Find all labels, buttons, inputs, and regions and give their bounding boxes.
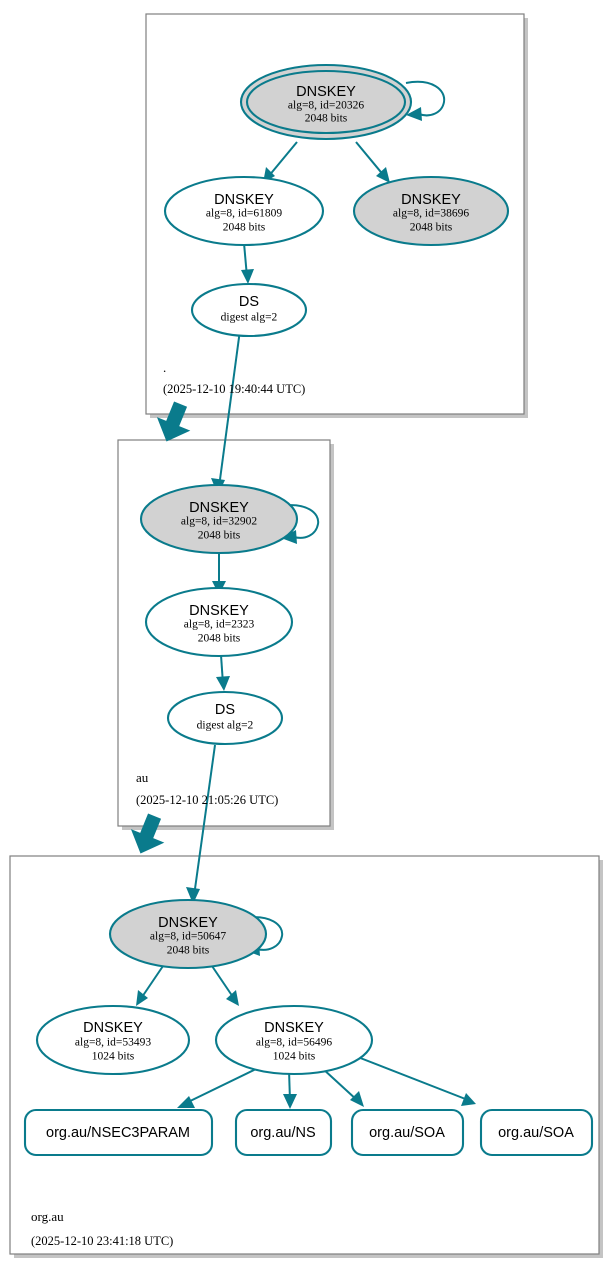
edge-root-ds-to-au-ksk xyxy=(218,329,241,488)
node-orgau-zsk-56496-title: DNSKEY xyxy=(264,1020,324,1036)
node-root-zsk-38696-title: DNSKEY xyxy=(401,192,461,208)
arrowhead-56496-to-nsec3param xyxy=(177,1096,195,1108)
arrowhead-56496-to-soa-1 xyxy=(350,1091,364,1107)
node-root-zsk-38696-size: 2048 bits xyxy=(410,222,453,234)
node-root-ksk-ellipse-outer[interactable] xyxy=(239,63,413,141)
edge-root-ksk-to-38696 xyxy=(355,141,386,178)
zone-root-timestamp: (2025-12-10 19:40:44 UTC) xyxy=(163,382,305,396)
node-root-ksk-title: DNSKEY xyxy=(296,84,356,100)
zone-orgau-timestamp: (2025-12-10 23:41:18 UTC) xyxy=(31,1234,173,1248)
rr-soa-1-box[interactable] xyxy=(350,1108,465,1157)
node-orgau-zsk-56496-ellipse[interactable] xyxy=(214,1004,374,1076)
edge-56496-to-nsec3param xyxy=(183,1067,259,1105)
rr-soa-1[interactable]: org.au/SOA xyxy=(350,1108,465,1157)
rr-soa-1-label: org.au/SOA xyxy=(369,1125,445,1141)
arrowhead-self-sign-au-ksk xyxy=(281,530,297,544)
node-root-ksk-params: alg=8, id=20326 xyxy=(288,100,364,112)
zone-delegation-arrow-au-orgau xyxy=(130,813,165,854)
edge-orgau-ksk-to-56496 xyxy=(211,965,236,1001)
node-root-zsk-61809-params: alg=8, id=61809 xyxy=(206,208,282,220)
edge-root-ksk-to-61809 xyxy=(267,141,298,178)
rr-ns-label: org.au/NS xyxy=(250,1125,315,1141)
node-orgau-zsk-56496[interactable]: DNSKEY alg=8, id=56496 1024 bits xyxy=(214,1004,374,1076)
edge-56496-to-soa-2 xyxy=(349,1053,469,1101)
arrowhead-self-sign-root-ksk xyxy=(406,107,422,121)
edge-zone-root-to-au xyxy=(156,401,191,442)
rr-soa-2-label: org.au/SOA xyxy=(498,1125,574,1141)
arrowhead-2323-to-ds xyxy=(216,676,230,691)
rr-ns-box[interactable] xyxy=(234,1108,333,1157)
node-root-zsk-38696-params: alg=8, id=38696 xyxy=(393,208,469,220)
node-orgau-zsk-56496-size: 1024 bits xyxy=(273,1051,316,1063)
node-root-ds-au[interactable]: DS digest alg=2 xyxy=(190,282,308,338)
node-au-zsk-2323-title: DNSKEY xyxy=(189,603,249,619)
node-root-ds-au-title: DS xyxy=(239,294,259,310)
edge-zone-au-to-orgau xyxy=(130,813,165,854)
edge-56496-to-soa-1 xyxy=(321,1067,359,1102)
node-au-ds-orgau-title: DS xyxy=(215,702,235,718)
node-au-ds-orgau-ellipse[interactable] xyxy=(166,690,284,746)
node-orgau-ksk-size: 2048 bits xyxy=(167,945,210,957)
node-au-ksk-ellipse[interactable] xyxy=(139,483,299,555)
node-orgau-ksk[interactable]: DNSKEY alg=8, id=50647 2048 bits xyxy=(108,898,268,970)
node-au-zsk-2323-size: 2048 bits xyxy=(198,633,241,645)
node-root-zsk-61809-ellipse[interactable] xyxy=(163,175,325,247)
edge-self-sign-root-ksk xyxy=(405,80,446,117)
rr-nsec3param[interactable]: org.au/NSEC3PARAM xyxy=(23,1108,214,1157)
node-orgau-zsk-53493-ellipse[interactable] xyxy=(35,1004,191,1076)
node-au-zsk-2323-ellipse[interactable] xyxy=(144,586,294,658)
node-root-ds-au-ellipse[interactable] xyxy=(190,282,308,338)
edge-orgau-ksk-to-53493 xyxy=(139,965,164,1001)
node-root-zsk-38696-ellipse[interactable] xyxy=(352,175,510,247)
node-au-ksk[interactable]: DNSKEY alg=8, id=32902 2048 bits xyxy=(139,483,299,555)
node-au-zsk-2323[interactable]: DNSKEY alg=8, id=2323 2048 bits xyxy=(144,586,294,658)
node-orgau-ksk-params: alg=8, id=50647 xyxy=(150,931,226,943)
node-orgau-zsk-53493-params: alg=8, id=53493 xyxy=(75,1037,151,1049)
edge-self-sign-au-ksk xyxy=(280,504,320,539)
rr-soa-2-box[interactable] xyxy=(479,1108,594,1157)
node-root-zsk-61809-title: DNSKEY xyxy=(214,192,274,208)
node-au-zsk-2323-params: alg=8, id=2323 xyxy=(184,619,255,631)
zone-delegation-arrow-root-au xyxy=(156,401,191,442)
arrowhead-orgau-ksk-to-53493 xyxy=(136,990,148,1006)
node-root-zsk-38696[interactable]: DNSKEY alg=8, id=38696 2048 bits xyxy=(352,175,510,247)
rr-nsec3param-label: org.au/NSEC3PARAM xyxy=(46,1125,190,1141)
arrowhead-56496-to-soa-2 xyxy=(461,1093,476,1106)
node-root-zsk-61809[interactable]: DNSKEY alg=8, id=61809 2048 bits xyxy=(163,175,325,247)
rr-soa-2[interactable]: org.au/SOA xyxy=(479,1108,594,1157)
arrowhead-61809-to-ds xyxy=(241,269,254,284)
node-root-ksk[interactable]: DNSKEY alg=8, id=20326 2048 bits xyxy=(239,63,413,141)
node-orgau-zsk-53493-size: 1024 bits xyxy=(92,1051,135,1063)
node-au-ds-orgau[interactable]: DS digest alg=2 xyxy=(166,690,284,746)
node-au-ksk-params: alg=8, id=32902 xyxy=(181,516,257,528)
node-root-ksk-size: 2048 bits xyxy=(305,113,348,125)
arrowhead-orgau-ksk-to-56496 xyxy=(226,990,239,1006)
edges-root xyxy=(211,80,446,495)
arrowhead-root-ksk-to-38696 xyxy=(376,167,390,183)
node-orgau-zsk-53493[interactable]: DNSKEY alg=8, id=53493 1024 bits xyxy=(35,1004,191,1076)
zone-au-label: au xyxy=(136,770,149,785)
zone-au-timestamp: (2025-12-10 21:05:26 UTC) xyxy=(136,793,278,807)
node-orgau-zsk-53493-title: DNSKEY xyxy=(83,1020,143,1036)
node-root-ds-au-params: digest alg=2 xyxy=(221,312,278,324)
edges-orgau xyxy=(136,916,476,1109)
node-root-zsk-61809-size: 2048 bits xyxy=(223,222,266,234)
node-orgau-zsk-56496-params: alg=8, id=56496 xyxy=(256,1037,332,1049)
node-orgau-ksk-ellipse[interactable] xyxy=(108,898,268,970)
zone-orgau-label: org.au xyxy=(31,1209,64,1224)
node-au-ds-orgau-params: digest alg=2 xyxy=(197,720,254,732)
arrowhead-56496-to-ns xyxy=(283,1094,297,1109)
edge-self-sign-orgau-ksk xyxy=(243,916,284,951)
arrowhead-au-ds-to-orgau-ksk xyxy=(186,887,200,904)
node-orgau-ksk-title: DNSKEY xyxy=(158,915,218,931)
node-root-ksk-ellipse-inner-trust-anchor xyxy=(245,69,407,135)
rr-nsec3param-box[interactable] xyxy=(23,1108,214,1157)
node-au-ksk-size: 2048 bits xyxy=(198,530,241,542)
edge-au-ds-to-orgau-ksk xyxy=(193,744,216,897)
node-au-ksk-title: DNSKEY xyxy=(189,500,249,516)
zone-root-label: . xyxy=(163,360,166,375)
rr-ns[interactable]: org.au/NS xyxy=(234,1108,333,1157)
